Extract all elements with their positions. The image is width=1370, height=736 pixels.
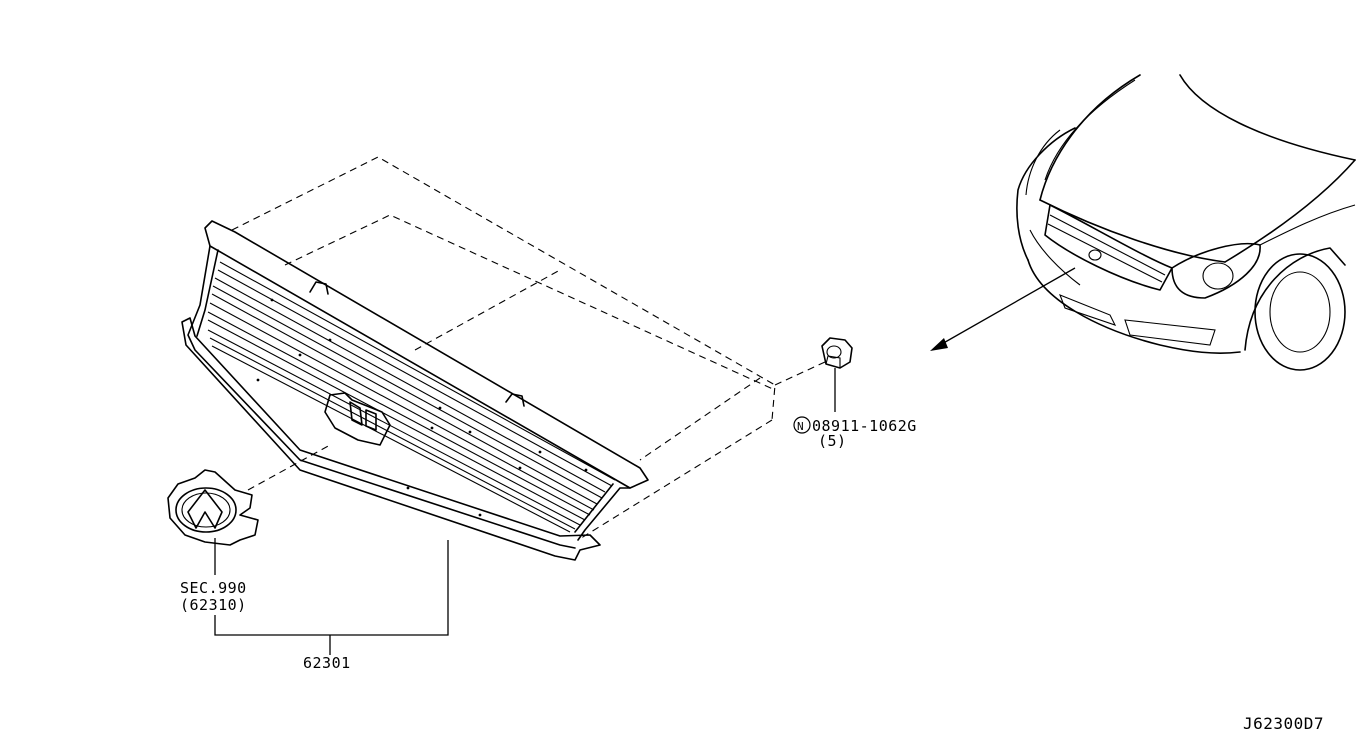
grille-part-number: 62301 (303, 654, 351, 672)
diagram-id: J62300D7 (1243, 714, 1324, 733)
assembly-guide-lines (231, 156, 826, 541)
grille-rivets (256, 298, 588, 517)
n-marker-circle (793, 416, 811, 434)
vehicle-locator-view (1016, 74, 1356, 371)
label-nut: N 08911-1062G (5) (793, 416, 917, 450)
nut-quantity: (5) (818, 432, 847, 450)
front-grille[interactable] (181, 220, 649, 561)
grille-emblem[interactable] (167, 469, 259, 546)
nut-part-number: 08911-1062G (812, 417, 917, 435)
leader-lines (214, 368, 836, 655)
sec990-label: SEC.990 (180, 579, 247, 597)
label-grille: 62301 (303, 654, 351, 672)
label-sec990: SEC.990 (62310) (180, 579, 247, 614)
locator-arrow (930, 267, 1076, 351)
n-marker: N (797, 420, 804, 433)
hex-nut[interactable] (821, 337, 853, 369)
sec990-sublabel: (62310) (180, 596, 247, 614)
